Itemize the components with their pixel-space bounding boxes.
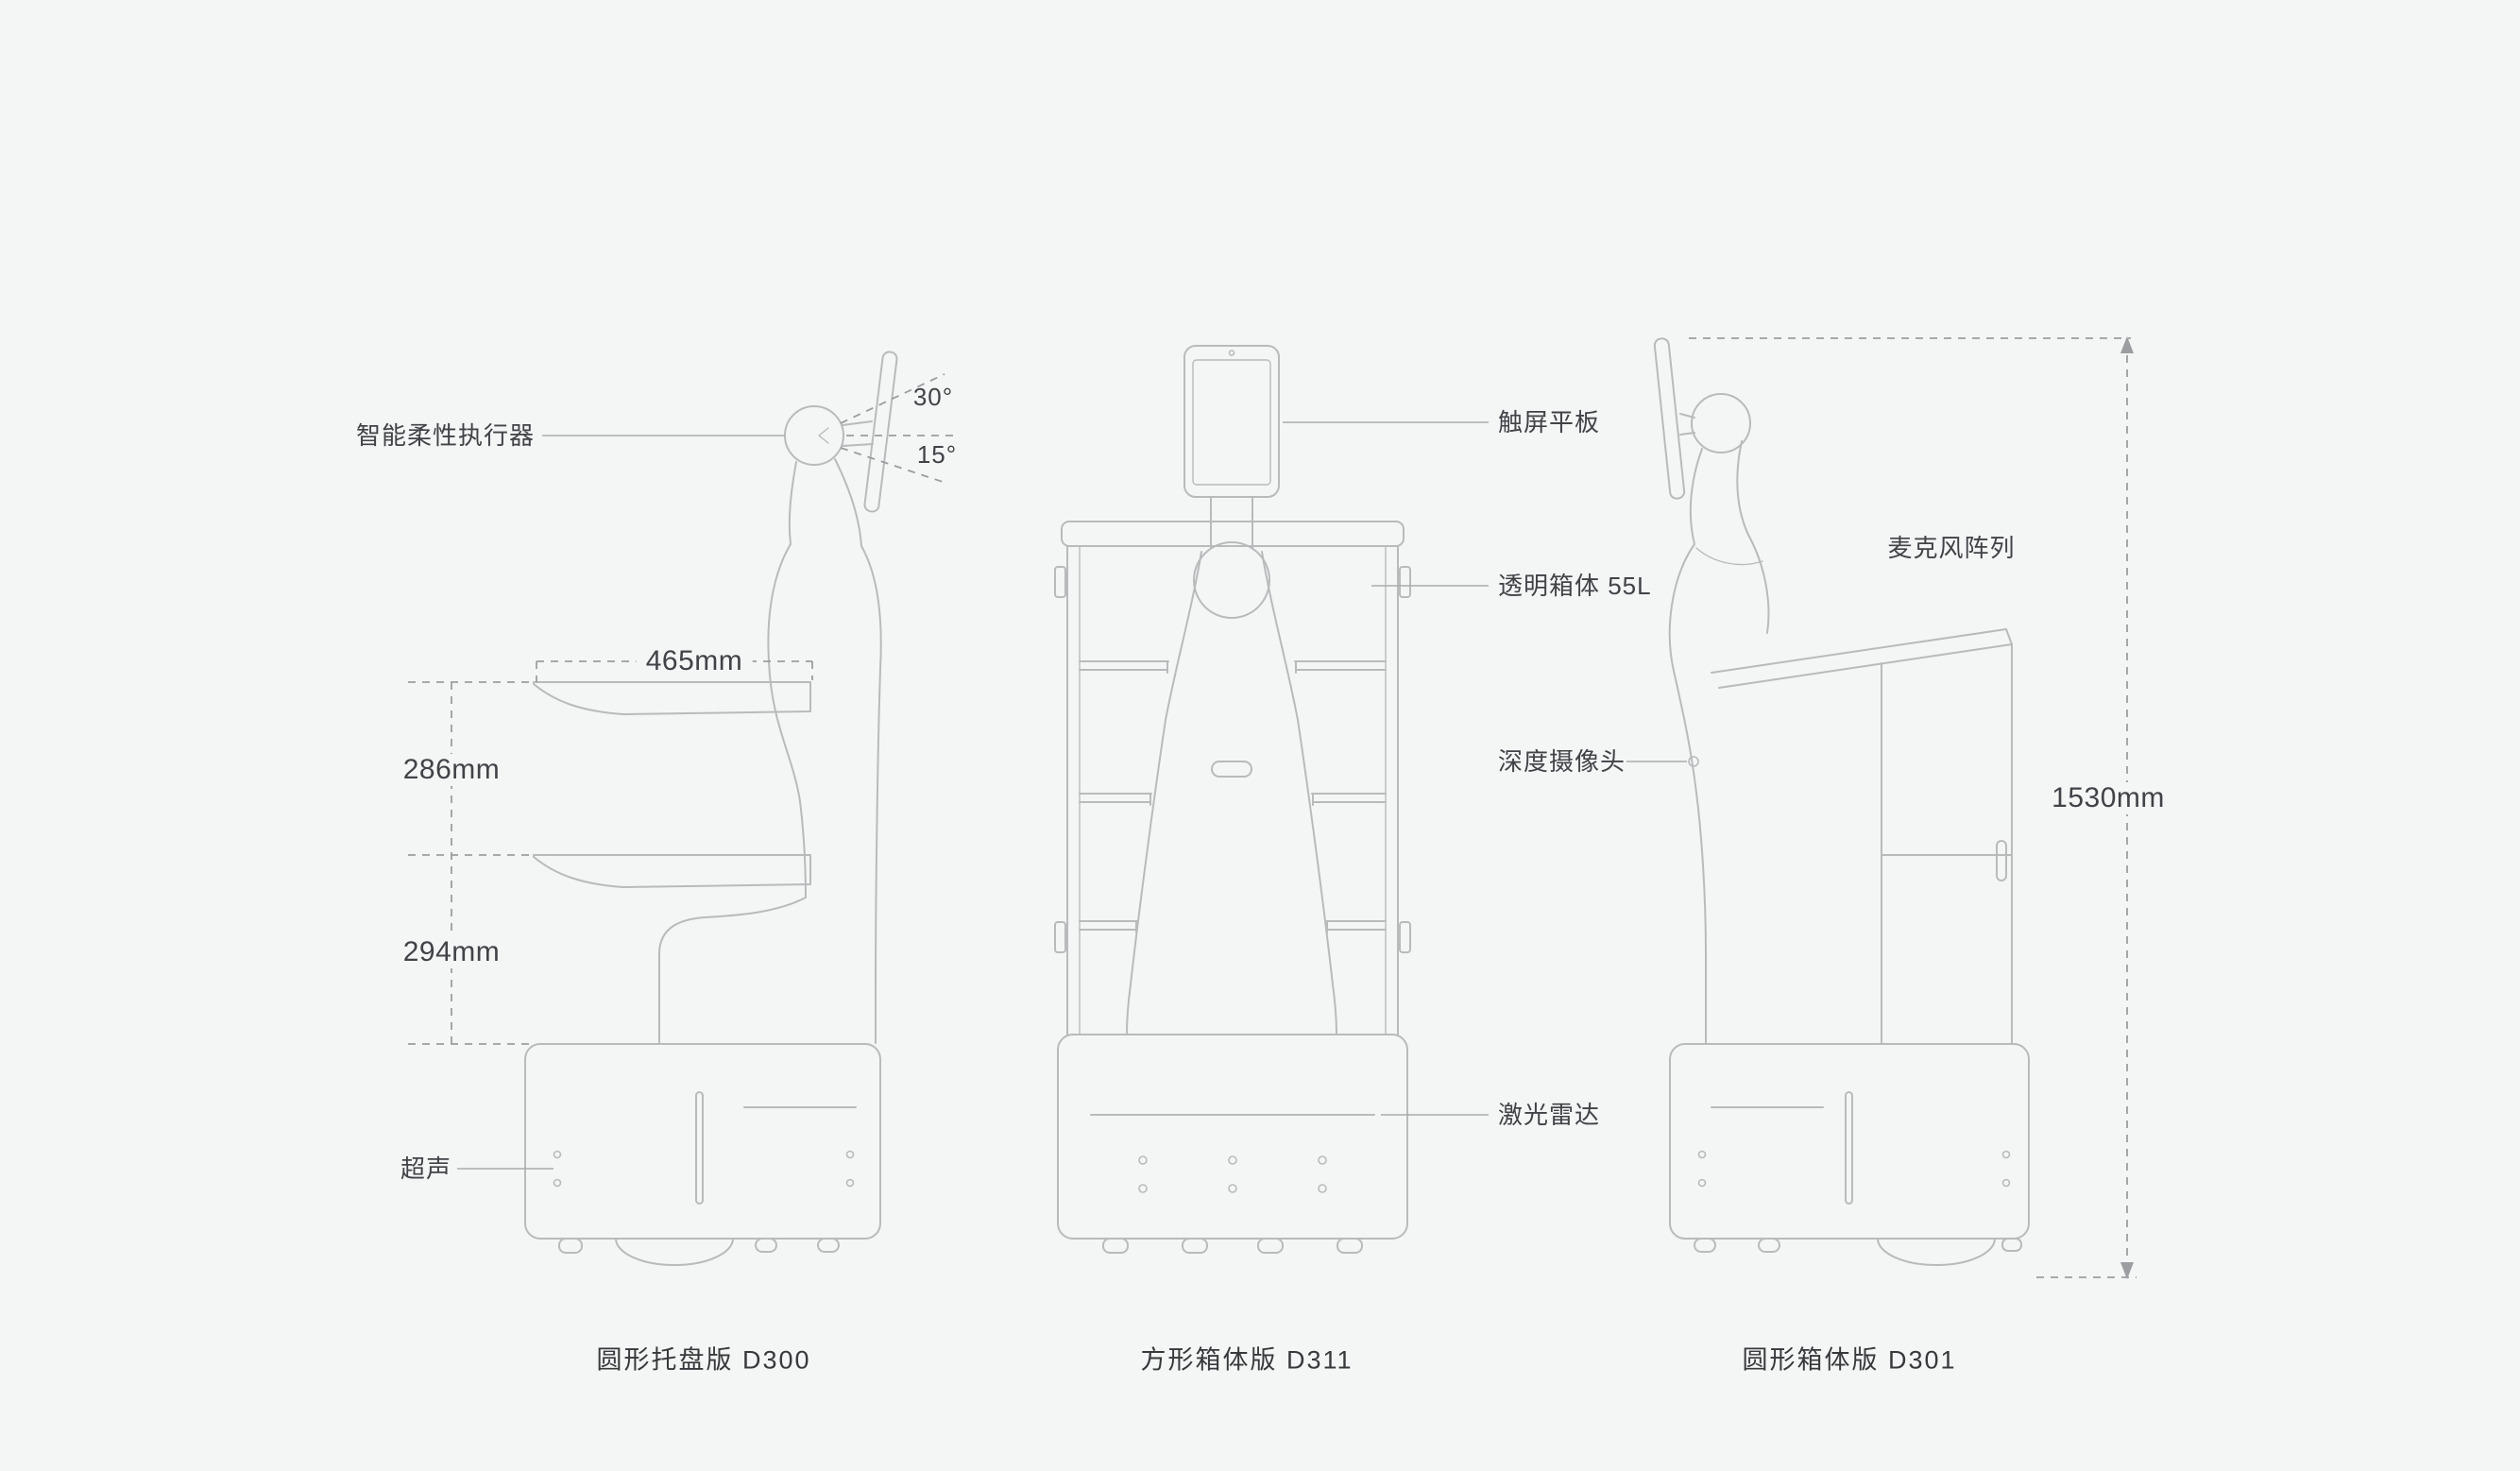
ultrasonic-sensor xyxy=(2001,1178,2011,1188)
ultrasonic-sensor xyxy=(845,1178,855,1188)
tablet-edge-view xyxy=(1653,337,1686,500)
neck-back-edge xyxy=(1736,440,1770,634)
tray-lower xyxy=(533,854,811,888)
neck-front-edge xyxy=(1668,448,1707,1045)
label-depth-camera: 深度摄像头 xyxy=(1498,747,1626,776)
handle xyxy=(1211,761,1252,778)
arrow-down-icon xyxy=(2120,1262,2134,1279)
tablet-camera xyxy=(1228,350,1235,356)
robot-d300-drawing xyxy=(524,351,898,1266)
ultrasonic-sensor xyxy=(1318,1184,1327,1193)
chassis-slot-vertical xyxy=(1845,1091,1853,1205)
arrow-up-icon xyxy=(2120,336,2134,353)
box-latch xyxy=(1054,921,1066,953)
box-latch xyxy=(1399,566,1411,598)
ultrasonic-sensor xyxy=(845,1150,855,1159)
neck-back-edge xyxy=(834,458,882,1044)
height-chain-ticks xyxy=(408,681,535,1045)
caster-wheel xyxy=(558,1238,583,1254)
ultrasonic-sensor xyxy=(1138,1184,1148,1193)
dimension-lines xyxy=(408,336,2137,1279)
ultrasonic-sensor xyxy=(1228,1184,1237,1193)
label-touchscreen: 触屏平板 xyxy=(1498,408,1601,436)
center-column-left xyxy=(1126,551,1202,1035)
chassis-slot-vertical xyxy=(695,1091,704,1205)
neck-front-edge xyxy=(767,461,807,898)
shelf-row-3 xyxy=(1079,920,1387,933)
drive-wheel xyxy=(615,1238,734,1266)
actuator-mark xyxy=(818,427,829,444)
caster-wheel xyxy=(755,1238,777,1253)
box-walls xyxy=(1066,545,1399,1035)
leader-lines xyxy=(457,421,1687,1170)
shelf-row-2 xyxy=(1079,793,1387,806)
caster-wheel xyxy=(1758,1238,1780,1253)
neck-joint xyxy=(1193,541,1270,619)
caption-d300: 圆形托盘版 D300 xyxy=(596,1345,811,1375)
lower-body xyxy=(658,897,807,1044)
tablet-screen xyxy=(1192,359,1271,486)
robot-d301-drawing xyxy=(1653,337,2030,1266)
label-angle-15: 15° xyxy=(916,440,958,469)
actuator-head xyxy=(1691,393,1751,453)
label-total-height: 1530mm xyxy=(2042,782,2174,814)
center-column-right xyxy=(1261,551,1337,1035)
angle-ray-upper xyxy=(840,373,945,424)
ultrasonic-sensor xyxy=(1318,1155,1327,1165)
ultrasonic-sensor xyxy=(553,1178,562,1188)
chassis xyxy=(1669,1043,2030,1240)
label-tray-gap-lower: 294mm xyxy=(393,936,510,968)
label-lidar: 激光雷达 xyxy=(1498,1101,1601,1129)
chassis xyxy=(524,1043,881,1240)
label-tray-width: 465mm xyxy=(636,645,753,677)
tray-width-ticks xyxy=(536,661,813,682)
ultrasonic-sensor xyxy=(1228,1155,1237,1165)
tablet-edge-view xyxy=(863,351,898,513)
touchscreen-tablet xyxy=(1183,345,1280,498)
caster-wheel xyxy=(1694,1238,1716,1253)
box-lid xyxy=(1061,521,1405,547)
label-actuator: 智能柔性执行器 xyxy=(355,421,535,450)
caster-wheel xyxy=(1102,1238,1129,1254)
caption-d311: 方形箱体版 D311 xyxy=(1140,1345,1354,1375)
caster-wheel xyxy=(1182,1238,1208,1254)
tablet-mount xyxy=(842,420,874,447)
label-transparent-box: 透明箱体 55L xyxy=(1498,572,1652,600)
ultrasonic-sensor xyxy=(1697,1178,1707,1188)
angle-ray-lower xyxy=(840,447,944,483)
tray-upper xyxy=(533,681,811,715)
label-angle-30: 30° xyxy=(912,383,954,411)
box-inner-walls xyxy=(1079,545,1387,1035)
caption-d301: 圆形箱体版 D301 xyxy=(1742,1345,1957,1375)
robot-d311-drawing xyxy=(1054,345,1411,1254)
ultrasonic-sensor xyxy=(2001,1150,2011,1159)
depth-camera-sensor xyxy=(1688,756,1699,767)
caster-wheel xyxy=(1257,1238,1284,1254)
caster-wheel xyxy=(1337,1238,1363,1254)
handle xyxy=(1996,840,2007,881)
chassis xyxy=(1057,1034,1408,1240)
ultrasonic-sensor xyxy=(553,1150,562,1159)
ultrasonic-sensor xyxy=(1697,1150,1707,1159)
caster-wheel xyxy=(817,1238,840,1253)
shelf-row-1 xyxy=(1079,660,1387,674)
label-tray-gap-upper: 286mm xyxy=(393,754,510,786)
label-ultrasonic: 超声 xyxy=(400,1155,451,1183)
drive-wheel xyxy=(1877,1238,1996,1266)
box-latch xyxy=(1054,566,1066,598)
caster-wheel xyxy=(2001,1238,2022,1252)
actuator-head xyxy=(784,405,844,466)
box-lid xyxy=(1711,628,2013,689)
cowl-seam xyxy=(1695,547,1763,566)
box-latch xyxy=(1399,921,1411,953)
label-mic-array: 麦克风阵列 xyxy=(1887,534,2016,562)
ultrasonic-sensor xyxy=(1138,1155,1148,1165)
